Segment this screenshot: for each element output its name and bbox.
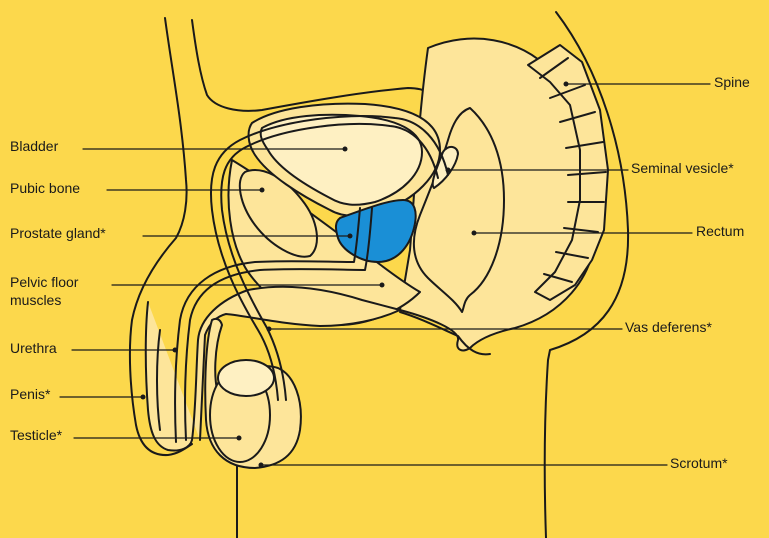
label-seminal-vesicle: Seminal vesicle* bbox=[631, 160, 734, 176]
label-vas-deferens: Vas deferens* bbox=[625, 319, 712, 335]
glans-edge bbox=[156, 329, 161, 431]
label-rectum: Rectum bbox=[696, 223, 745, 239]
label-bladder: Bladder bbox=[10, 138, 59, 154]
urethra-outer bbox=[184, 207, 373, 441]
label-pelvic-floor-line2: muscles bbox=[10, 292, 62, 308]
label-scrotum: Scrotum* bbox=[670, 455, 728, 471]
perineum-outline bbox=[399, 311, 491, 356]
label-prostate-gland: Prostate gland* bbox=[10, 225, 106, 241]
abdomen-outline bbox=[191, 19, 441, 112]
spine bbox=[527, 44, 609, 301]
label-spine: Spine bbox=[714, 74, 750, 90]
label-pelvic-floor-line1: Pelvic floor bbox=[10, 274, 79, 290]
penis bbox=[144, 285, 401, 452]
urethra-inner bbox=[174, 207, 361, 443]
vas-deferens-outer bbox=[209, 115, 449, 401]
label-testicle: Testicle* bbox=[10, 427, 63, 443]
spine-vertebrae-lines bbox=[539, 57, 607, 283]
label-pubic-bone: Pubic bone bbox=[10, 180, 81, 196]
epididymis bbox=[217, 359, 275, 397]
label-urethra: Urethra bbox=[10, 340, 57, 356]
leader-lines bbox=[59, 83, 711, 466]
back-outline bbox=[543, 11, 630, 538]
leader-dots bbox=[140, 81, 569, 468]
label-penis: Penis* bbox=[10, 386, 51, 402]
